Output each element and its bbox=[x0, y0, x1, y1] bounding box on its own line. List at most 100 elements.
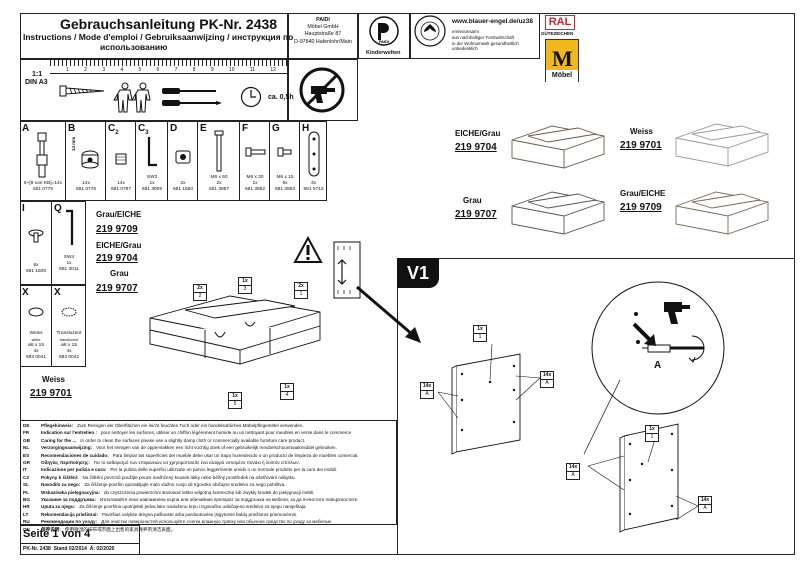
part-cell-x-white: X Weiss white ø8 x 15 4x 683 0041 bbox=[20, 285, 52, 367]
time-label: ca. 0,5h bbox=[268, 94, 294, 101]
tools-box bbox=[20, 59, 288, 121]
page-title: Gebrauchsanleitung PK-Nr. 2438 bbox=[60, 16, 278, 32]
eco-box bbox=[410, 13, 540, 59]
medium-bolt-icon bbox=[245, 147, 266, 157]
care-box bbox=[20, 420, 397, 525]
step-label: V1 bbox=[397, 258, 439, 288]
part-cell-q: Q SW4 1x 681 3011 bbox=[54, 203, 79, 272]
bed-weiss-drawing bbox=[675, 123, 769, 167]
screwdrivers-icon bbox=[162, 88, 222, 106]
cover-cap-icon bbox=[61, 307, 77, 317]
insert-arrow bbox=[632, 322, 656, 346]
variant-code: 219 9709 bbox=[96, 224, 138, 235]
callout: 1x 3 bbox=[238, 277, 252, 294]
glide-icon bbox=[28, 229, 44, 243]
bed-eiche-grau-drawing bbox=[511, 125, 605, 169]
cam-lock-icon bbox=[81, 150, 99, 169]
page-subtitle-1: Instructions / Mode d'emploi / Gebruiksa… bbox=[23, 32, 294, 42]
long-bolt-icon bbox=[214, 130, 224, 172]
short-bolt-icon bbox=[277, 147, 292, 157]
part-cell-b: B 14 mm 14x 681 0776 bbox=[66, 121, 106, 201]
step-v1-panel bbox=[397, 258, 795, 555]
detail-label: A bbox=[654, 360, 662, 371]
allen-key-icon bbox=[66, 209, 74, 245]
parts-row-1 bbox=[20, 121, 327, 201]
parts-grid: A 6+[8 von KB]=14x 681 0775 B 14 mm 14x … bbox=[20, 121, 327, 201]
ral-logo: RAL bbox=[545, 15, 575, 30]
detail-leader-lines bbox=[583, 379, 621, 455]
no-drill-icon bbox=[299, 67, 345, 113]
part-cell-x-translucent: X Transluzent translucent ø8 x 15 4x 683… bbox=[54, 287, 82, 360]
bed-assembly-drawing bbox=[149, 295, 321, 365]
variant-code: 219 9709 bbox=[620, 202, 662, 213]
variant-code: 219 9704 bbox=[96, 253, 138, 264]
blue-angel-icon bbox=[414, 15, 446, 47]
two-persons-icon bbox=[113, 82, 151, 113]
cover-cap-icon bbox=[28, 307, 44, 317]
variant-code: 219 9701 bbox=[30, 388, 72, 399]
part-cell-f: F M6 x 30 1x 681 3952 bbox=[240, 121, 270, 201]
part-cell-g: G M6 x 15 6x 681 3953 bbox=[270, 121, 300, 201]
callout: 1x 1 bbox=[645, 425, 659, 442]
connector-nut-icon bbox=[175, 150, 191, 164]
v1-panels-drawing bbox=[437, 343, 699, 533]
callout: 2x 1 bbox=[294, 282, 308, 299]
format-label: DIN A3 bbox=[25, 79, 48, 86]
bracket-icon bbox=[308, 131, 320, 177]
part-cell-d: D 2x 681 1660 bbox=[168, 121, 198, 201]
panel-detail-drawing bbox=[333, 241, 361, 299]
variant-code: 219 9701 bbox=[620, 140, 662, 151]
variant-name: Grau/EICHE bbox=[620, 189, 666, 198]
callout: 14x A bbox=[420, 382, 434, 399]
bed-grau-eiche-drawing bbox=[675, 191, 769, 235]
part-cell-h: H 3x 681 5712 bbox=[302, 123, 324, 192]
callout: 1x 4 bbox=[280, 383, 294, 400]
part-letter: A bbox=[22, 123, 30, 134]
brand-box bbox=[358, 13, 410, 59]
part-cell-c3: C3 SW3 1x 681 3009 bbox=[136, 121, 168, 201]
no-drill-box bbox=[288, 59, 358, 121]
brand-label: Kinderwelten bbox=[366, 50, 401, 56]
variant-code: 219 9707 bbox=[455, 209, 497, 220]
variant-name: Grau/EICHE bbox=[96, 210, 142, 219]
eco-url: www.blauer-engel.de/uz38 bbox=[452, 18, 534, 25]
callout: 14x A bbox=[540, 371, 554, 388]
part-cell-e: E M6 x 60 2x 681 3957 bbox=[198, 121, 240, 201]
title-box bbox=[20, 13, 288, 59]
allen-key-icon bbox=[147, 137, 157, 167]
variant-name: Grau bbox=[463, 196, 482, 205]
drill-icon bbox=[664, 302, 690, 324]
page-subtitle-2: использованию bbox=[100, 42, 168, 52]
callout: 1x 1 bbox=[473, 325, 487, 342]
footer-box bbox=[20, 525, 140, 555]
company-address: PAIDI Möbel GmbH Hauptstraße 87 D-97840 … bbox=[294, 17, 352, 45]
svg-text:PAIDI: PAIDI bbox=[379, 39, 389, 44]
company-box bbox=[288, 13, 358, 59]
ral-sublabel: GÜTEZEICHEN bbox=[541, 31, 574, 36]
ruler: 1 2 3 4 5 6 7 8 9 10 11 12 bbox=[50, 60, 288, 74]
parts-row-2 bbox=[20, 201, 86, 285]
page-number: Seite 1 von 4 bbox=[23, 528, 91, 540]
screw-icon bbox=[59, 85, 105, 97]
moebel-logo: M Möbel bbox=[545, 39, 579, 82]
variant-code: 219 9704 bbox=[455, 142, 497, 153]
parts-row-3 bbox=[20, 285, 86, 367]
clock-icon bbox=[240, 86, 262, 108]
variant-name: EICHE/Grau bbox=[455, 129, 501, 138]
warning-icon bbox=[293, 235, 323, 263]
scale-label: 1:1 bbox=[32, 71, 43, 78]
